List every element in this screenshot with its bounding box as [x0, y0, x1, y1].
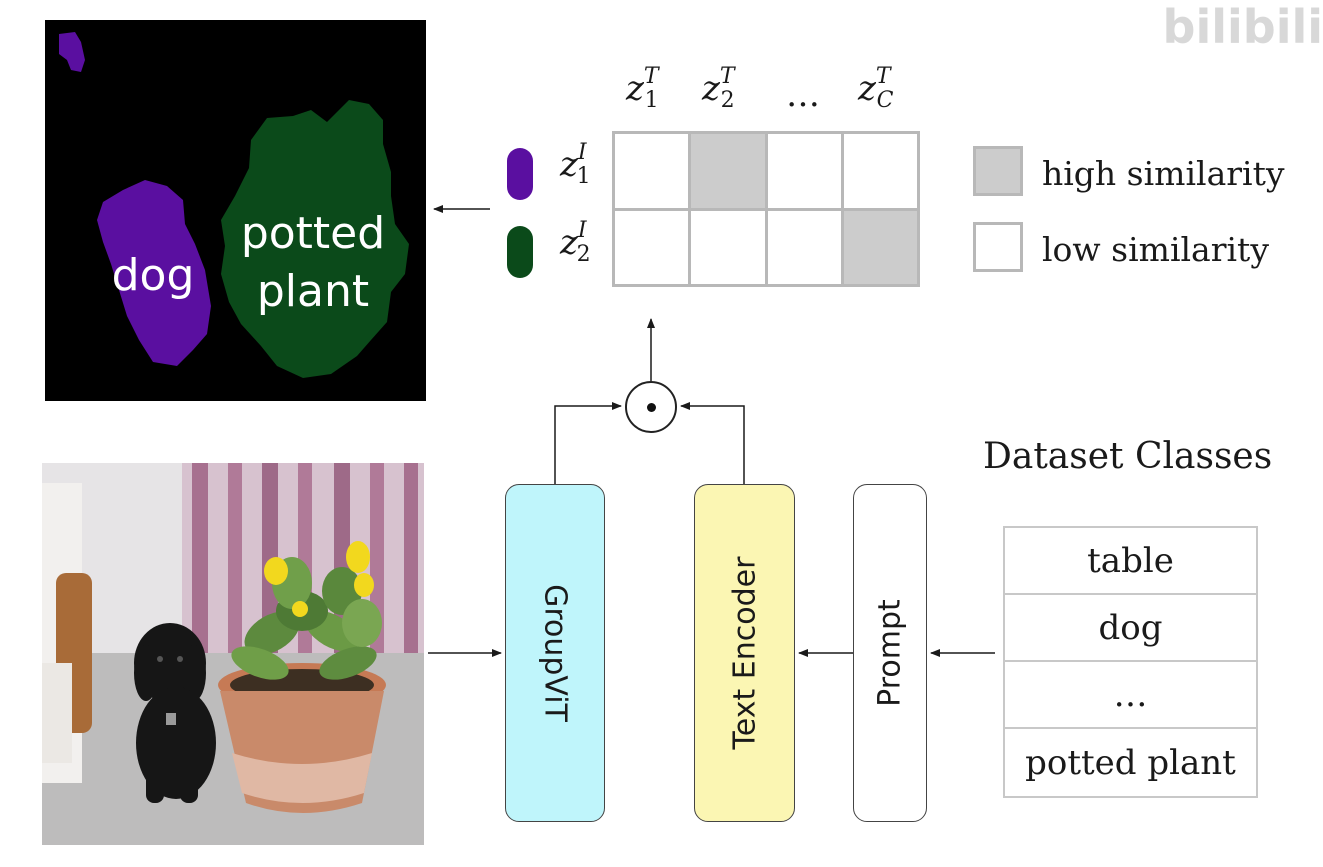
matrix-cell-high: [843, 210, 917, 284]
photo-illustration: [42, 463, 424, 845]
text-encoder-module: Text Encoder: [694, 484, 795, 822]
col-header-c: zTC: [858, 64, 894, 114]
legend-high-label: high similarity: [1042, 154, 1285, 193]
plant-label: plant: [257, 266, 369, 317]
row-header-1: zI1: [560, 140, 591, 190]
plant-mask: [221, 100, 409, 378]
legend-low-swatch: [973, 222, 1023, 272]
matrix-cell-low: [615, 134, 689, 208]
col-header-2: zT2: [702, 64, 735, 114]
groupvit-label: GroupViT: [537, 584, 573, 722]
potted-label: potted: [241, 208, 385, 259]
arrow-text-encoder-to-dot: [680, 402, 745, 484]
prompt-module: Prompt: [853, 484, 927, 822]
text-encoder-label: Text Encoder: [727, 556, 762, 750]
matrix-cell-low: [767, 134, 841, 208]
row-header-2: zI2: [560, 218, 591, 268]
col-header-1: zT1: [626, 64, 659, 114]
segmentation-output: dog potted plant: [45, 20, 426, 401]
chair: [42, 483, 92, 783]
dataset-classes-title: Dataset Classes: [983, 436, 1273, 477]
dog-mask: [97, 180, 211, 366]
watermark-logo: bilibili: [1162, 0, 1323, 54]
matrix-cell-low: [615, 210, 689, 284]
groupvit-module: GroupViT: [505, 484, 605, 822]
dataset-classes-list: table dog … potted plant: [1003, 526, 1258, 798]
class-item: dog: [1005, 595, 1256, 662]
class-item: …: [1005, 662, 1256, 729]
class-item: potted plant: [1025, 742, 1236, 783]
col-header-ellipsis: …: [786, 75, 820, 115]
dog-label: dog: [112, 250, 195, 301]
legend-high-swatch: [973, 146, 1023, 196]
matrix-cell-low: [767, 210, 841, 284]
class-item: table: [1005, 528, 1256, 595]
matrix-cell-low: [691, 210, 765, 284]
prompt-label: Prompt: [872, 599, 908, 707]
arrow-groupvit-to-dot: [554, 402, 622, 484]
matrix-cell-low: [843, 134, 917, 208]
similarity-matrix: [612, 131, 920, 287]
image-embedding-1-icon: [507, 148, 533, 200]
dot-product-icon: [625, 381, 677, 433]
input-photo: [42, 463, 424, 845]
legend-low-label: low similarity: [1042, 230, 1269, 269]
flowers: [264, 541, 374, 617]
matrix-cell-high: [691, 134, 765, 208]
dog: [134, 623, 216, 803]
image-embedding-2-icon: [507, 226, 533, 278]
segmentation-mask: dog potted plant: [45, 20, 426, 401]
small-purple-blob: [59, 32, 85, 72]
